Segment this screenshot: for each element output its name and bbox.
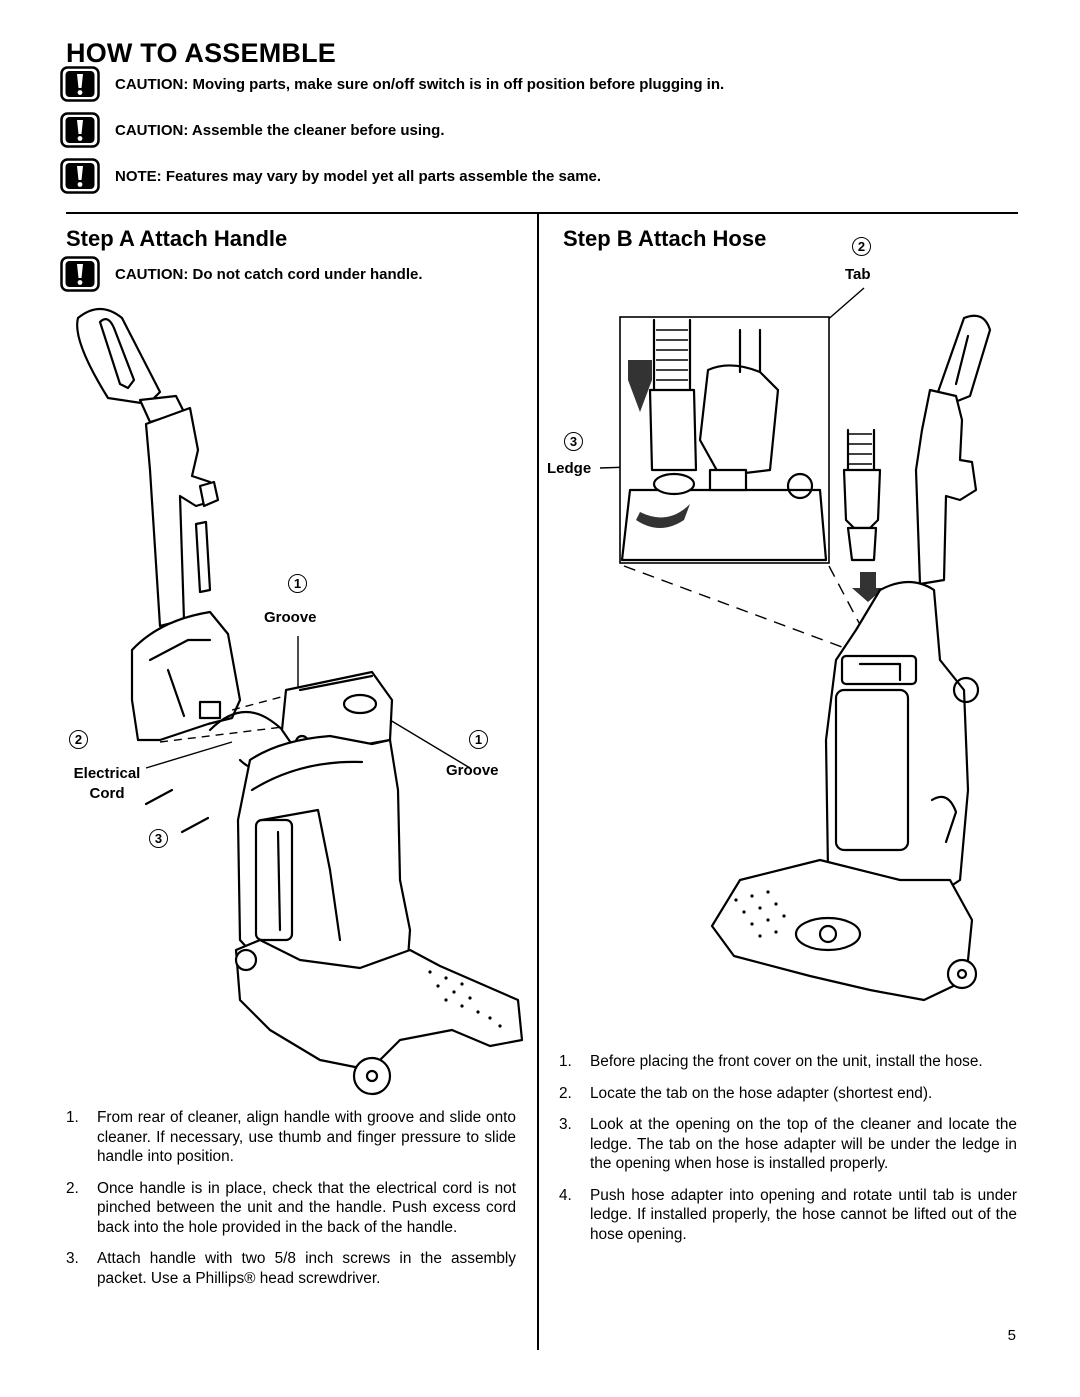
list-item: 4. Push hose adapter into opening and rot… — [559, 1186, 1017, 1245]
step-a-caution: CAUTION: Do not catch cord under handle. — [60, 256, 423, 292]
item-number: 1. — [66, 1109, 79, 1126]
item-text: Locate the tab on the hose adapter (shor… — [590, 1084, 933, 1102]
step-b-title: Step B Attach Hose — [563, 226, 767, 251]
caution-moving-parts: CAUTION: Moving parts, make sure on/off … — [60, 66, 724, 102]
item-text: Look at the opening on the top of the cl… — [590, 1116, 1017, 1172]
page-number: 5 — [1007, 1327, 1016, 1344]
warning-icon — [60, 256, 100, 292]
list-item: 2. Locate the tab on the hose adapter (sh… — [559, 1084, 1017, 1104]
vacuum-handle-illustration — [76, 307, 524, 1096]
item-text: Before placing the front cover on the un… — [590, 1053, 983, 1070]
list-item: 1. From rear of cleaner, align handle wit… — [66, 1108, 516, 1167]
callout-number: 2 — [69, 730, 88, 749]
callout-number: 1 — [469, 730, 488, 749]
item-text: Once handle is in place, check that the … — [97, 1179, 516, 1236]
step-a-instructions: 1. From rear of cleaner, align handle wit… — [66, 1108, 516, 1300]
label-tab: Tab — [845, 266, 871, 283]
callout-number: 1 — [288, 574, 307, 593]
list-item: 2. Once handle is in place, check that th… — [66, 1179, 516, 1238]
warning-icon — [60, 66, 100, 102]
warning-icon — [60, 158, 100, 194]
item-text: Attach handle with two 5/8 inch screws i… — [97, 1250, 516, 1287]
caution-text: CAUTION: Assemble the cleaner before usi… — [115, 121, 445, 139]
warning-icon — [60, 112, 100, 148]
item-number: 4. — [559, 1186, 572, 1204]
label-electrical: Electrical — [73, 765, 141, 782]
callout-number: 2 — [852, 237, 871, 256]
callout-number: 3 — [564, 432, 583, 451]
item-number: 2. — [559, 1084, 572, 1102]
item-text: Push hose adapter into opening and rotat… — [590, 1186, 1017, 1243]
item-text: From rear of cleaner, align handle with … — [97, 1109, 516, 1165]
step-a-title: Step A Attach Handle — [66, 226, 288, 251]
list-item: 3. Look at the opening on the top of the … — [559, 1115, 1017, 1174]
label-groove: Groove — [264, 609, 317, 626]
section-divider — [66, 212, 1018, 214]
label-groove: Groove — [446, 762, 499, 779]
label-ledge: Ledge — [547, 460, 592, 477]
note-text: NOTE: Features may vary by model yet all… — [115, 167, 602, 185]
caution-assemble: CAUTION: Assemble the cleaner before usi… — [60, 112, 445, 148]
vacuum-hose-illustration — [599, 287, 992, 1002]
caution-text: CAUTION: Moving parts, make sure on/off … — [115, 75, 725, 93]
step-b-instructions: 1. Before placing the front cover on the … — [559, 1052, 1017, 1256]
item-number: 3. — [559, 1116, 572, 1133]
note-features: NOTE: Features may vary by model yet all… — [60, 158, 601, 194]
caution-text: CAUTION: Do not catch cord under handle. — [115, 265, 423, 283]
item-number: 3. — [66, 1250, 79, 1267]
item-number: 1. — [559, 1053, 572, 1070]
label-cord: Cord — [89, 785, 125, 802]
column-divider — [537, 213, 539, 1350]
callout-number: 3 — [149, 829, 168, 848]
item-number: 2. — [66, 1179, 79, 1197]
page-title: HOW TO ASSEMBLE — [66, 38, 337, 68]
list-item: 1. Before placing the front cover on the … — [559, 1052, 1017, 1072]
list-item: 3. Attach handle with two 5/8 inch screws… — [66, 1249, 516, 1288]
